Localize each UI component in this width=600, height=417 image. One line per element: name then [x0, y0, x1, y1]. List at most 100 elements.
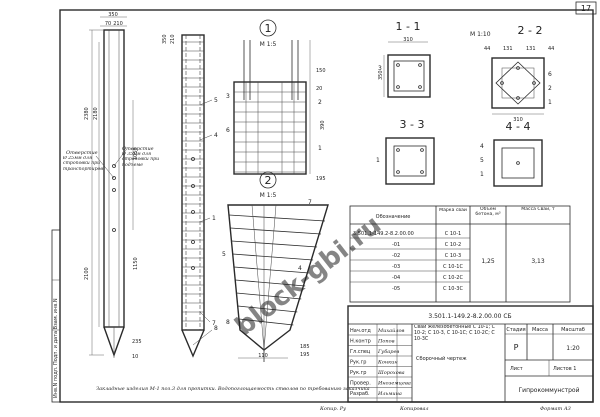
spec-mark: С 10-1С	[443, 264, 463, 270]
cage-dim-210: 210	[170, 34, 176, 44]
staff-role: Разраб.	[350, 391, 370, 397]
dim-top-210: 210	[113, 21, 123, 27]
spiral-rib	[228, 214, 325, 222]
spiral-rib	[232, 253, 314, 261]
callout-hole35-note: Ø 35мм для строповки при подъеме	[122, 152, 160, 168]
spiral-rib	[230, 227, 322, 235]
tb-sheets: Листов 1	[553, 366, 576, 372]
sec44-title: 4 - 4	[506, 120, 531, 133]
pile-elevation: 350 70 210 2380 2180 2100 1050 1150 235 …	[63, 12, 160, 360]
detail-2: 2 М 1:5 110 185 195 5 8 4 7	[222, 171, 329, 362]
tip-bar	[263, 204, 277, 351]
side-stamp-text: Инв.N подл. Подп. и дата Взам. инв.N	[53, 298, 59, 398]
cage-pos-8: 8	[214, 325, 218, 332]
sheet-number-box	[575, 1, 597, 15]
d1-pos-3: 3	[226, 93, 230, 100]
sec22-pos-6: 6	[548, 71, 552, 78]
tb-scale: 1:20	[566, 345, 580, 352]
reinforcement-cage: 350 210 5 4 1 8 7	[162, 34, 218, 358]
spec-designation: -04	[392, 275, 400, 281]
sec11-dim-310: 310	[403, 37, 413, 43]
section-1-1: 1 - 1 310 350 3	[378, 20, 431, 98]
tb-org: Гипрокоммунстрой	[519, 387, 580, 394]
d2-pos-5: 5	[222, 251, 226, 258]
staff-name: Губарев	[377, 348, 399, 355]
spec-designation: -01	[392, 242, 400, 248]
spec-mark: С 10-3С	[443, 286, 463, 292]
sign-note: Копир. Ру	[319, 406, 346, 412]
dim-1050: 1050	[133, 147, 139, 160]
spiral-rib	[233, 266, 310, 274]
sec22-dim-131a: 131	[503, 46, 513, 52]
tb-scale-header: Масштаб	[561, 327, 585, 333]
cage-pos-7: 7	[212, 320, 216, 327]
sec33-pos-1: 1	[376, 157, 380, 164]
dim-2380: 2380	[84, 107, 90, 120]
spec-volume: 1,25	[481, 258, 495, 265]
tb-stage-header: Стадия	[506, 327, 525, 333]
general-scale: М 1:10	[470, 31, 491, 38]
d2-dim-110: 110	[258, 353, 268, 359]
section-3-3: 3 - 3 1	[376, 118, 435, 185]
staff-role: Рук.гр	[350, 360, 366, 366]
copied-by: Копировал	[399, 406, 429, 412]
dim-top-350: 350	[108, 12, 118, 18]
d2-dim-195: 195	[300, 352, 310, 358]
side-stamp: Инв.N подл. Подп. и дата Взам. инв.N	[51, 229, 61, 403]
sec22-pos-1: 1	[548, 99, 552, 106]
dim-2100: 2100	[84, 267, 90, 280]
staff-role: Нач.отд	[350, 328, 371, 334]
tb-mass-header: Масса	[532, 327, 548, 333]
cage-pos-4: 4	[214, 132, 218, 139]
sec44-pos-5: 5	[480, 157, 484, 164]
spec-designation: -02	[392, 253, 400, 259]
cage-dim-350: 350	[162, 34, 168, 44]
staff-role: Гл.спец	[350, 349, 371, 355]
d1-pos-1: 1	[318, 145, 322, 152]
spec-mass: 3,13	[531, 258, 545, 265]
d2-pos-8: 8	[226, 319, 230, 326]
staff-name: Иноземцева	[377, 381, 411, 387]
d1-dim-195: 195	[316, 176, 326, 182]
sec22-dim-131b: 131	[526, 46, 536, 52]
spec-mark: С 10-3	[445, 253, 461, 259]
d1-dim-150: 150	[316, 68, 326, 74]
spiral-rib	[235, 279, 306, 287]
sec11-pos-3: 3	[378, 65, 382, 72]
d1-dim-20: 20	[316, 86, 322, 92]
d1-pos-6: 6	[226, 127, 230, 134]
staff-role: Н.контр	[350, 339, 371, 345]
dim-235: 235	[132, 339, 142, 345]
tip-bar	[251, 204, 265, 351]
sheet-frame	[59, 9, 594, 403]
spiral-rib	[236, 292, 302, 300]
spec-mark: С 10-2С	[443, 275, 463, 281]
sheet-number: 17	[581, 4, 591, 13]
sec22-dim-44b: 44	[548, 46, 554, 52]
staff-name: Шорохова	[377, 370, 405, 376]
tb-stage: Р	[514, 343, 519, 352]
sec22-pos-2: 2	[548, 85, 552, 92]
spec-designation: 3.501.1-149.2-8.2.00.00	[353, 231, 414, 237]
cage-pos-5: 5	[214, 97, 218, 104]
staff-name: Михайлов	[377, 328, 405, 334]
tb-product-title: Сваи железобетонные С 10-1; С 10-2; С 10…	[414, 325, 495, 342]
callout-hole25-note: Ø 25мм для строповки при транспортирован…	[63, 156, 103, 172]
d1-pos-2: 2	[318, 99, 322, 106]
spec-header-mark: Марка сваи	[439, 208, 467, 213]
d2-dim-185: 185	[300, 344, 310, 350]
spiral-rib	[231, 240, 318, 248]
spec-header-designation: Обозначение	[376, 214, 411, 220]
section-2-2: 2 - 2 44 131 131 44 310 6 2 1	[484, 24, 554, 123]
staff-name: Ильмина	[377, 391, 402, 397]
detail1-number: 1	[265, 22, 272, 35]
dim-top-70: 70	[105, 21, 111, 27]
sec11-dim-350: 350	[378, 70, 384, 80]
tb-sheet-header: Лист	[510, 366, 523, 372]
sec44-pos-1: 1	[480, 171, 484, 178]
spec-header-volume: Объем бетона, м³	[475, 207, 501, 217]
sec22-dim-44a: 44	[484, 46, 490, 52]
detail2-scale: М 1:5	[260, 192, 277, 199]
staff-name: Попов	[377, 339, 395, 345]
